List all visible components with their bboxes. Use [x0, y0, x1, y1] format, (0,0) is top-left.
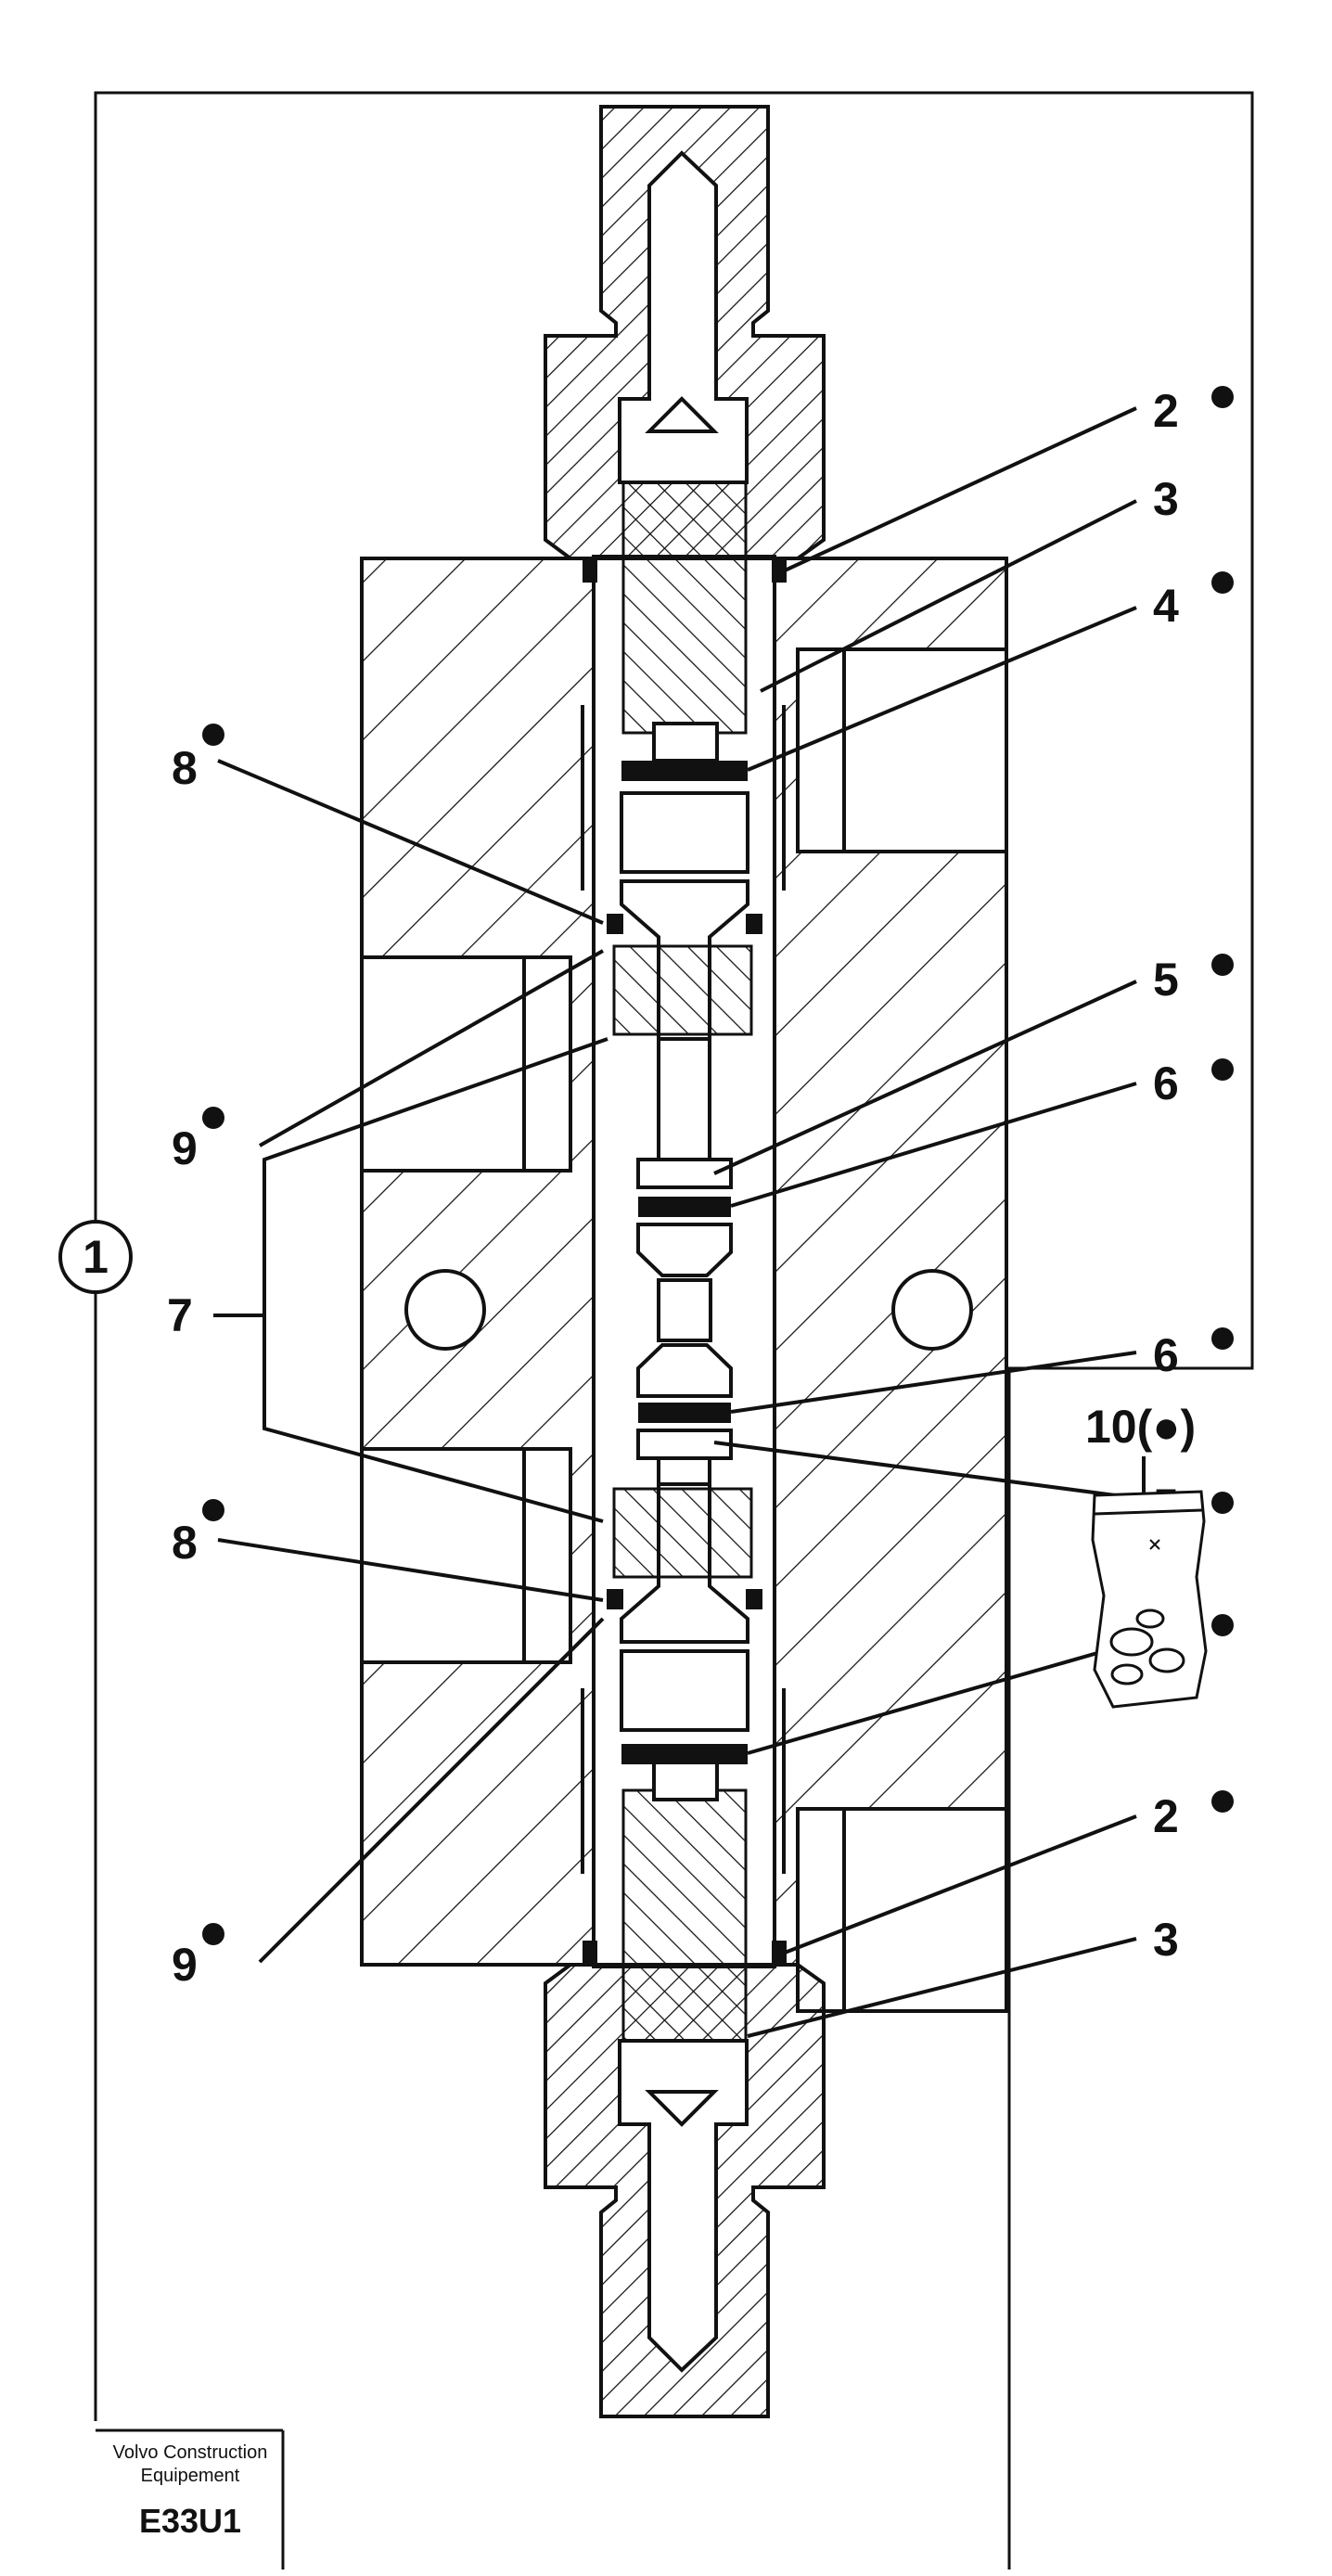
- side-ports: [360, 647, 1008, 2013]
- callout-4-top: 4: [1153, 580, 1179, 632]
- callout-3-top: 3: [1153, 473, 1179, 525]
- callout-5-top-dot: [1211, 954, 1234, 976]
- callout-6-bottom-dot: [1211, 1327, 1234, 1350]
- callout-9-bottom-dot: [202, 1923, 224, 1945]
- callout-8-bottom-dot: [202, 1499, 224, 1521]
- callout-6-top: 6: [1153, 1057, 1179, 1109]
- callout-4-top-dot: [1211, 571, 1234, 594]
- callout-5-bottom-dot: [1211, 1492, 1234, 1514]
- callout-9-top-dot: [202, 1107, 224, 1129]
- lower-spring: [621, 1761, 748, 2043]
- publisher-line-2: Equipement: [141, 2466, 240, 2486]
- callout-2-bottom: 2: [1153, 1790, 1179, 1842]
- kit-label: 10(●): [1085, 1401, 1196, 1453]
- callout-3-bottom: 3: [1153, 1914, 1179, 1966]
- callout-9-top: 9: [172, 1122, 198, 1174]
- callout-6-bottom: 6: [1153, 1329, 1179, 1381]
- callout-8-top-dot: [202, 724, 224, 746]
- callout-8-top: 8: [172, 742, 198, 794]
- upper-spring: [621, 481, 748, 763]
- callout-5-top: 5: [1153, 954, 1179, 1006]
- figure-code: E33U1: [139, 2502, 241, 2540]
- callout-9-bottom: 9: [172, 1939, 198, 1991]
- callout-2-top-dot: [1211, 386, 1234, 408]
- callout-7: 7: [167, 1289, 193, 1341]
- leader-lines: [213, 406, 1137, 2038]
- lower-piston: [607, 1482, 762, 1764]
- callout-2-top: 2: [1153, 385, 1179, 437]
- top-plug: [544, 105, 826, 583]
- callout-4-bottom-dot: [1211, 1614, 1234, 1636]
- assembly-frame: [94, 91, 1254, 2570]
- central-stem: [636, 1037, 733, 1486]
- publisher-line-1: Volvo Construction: [113, 2442, 268, 2463]
- bottom-plug: [544, 1941, 826, 2418]
- callout-1-circle: [58, 1220, 133, 1294]
- callout-8-bottom: 8: [172, 1517, 198, 1569]
- callout-6-top-dot: [1211, 1058, 1234, 1081]
- upper-piston: [607, 761, 762, 1041]
- callout-2-bottom-dot: [1211, 1790, 1234, 1813]
- seal-kit-bag-icon: [1091, 1490, 1208, 1709]
- callout-1-label: 1: [83, 1231, 109, 1283]
